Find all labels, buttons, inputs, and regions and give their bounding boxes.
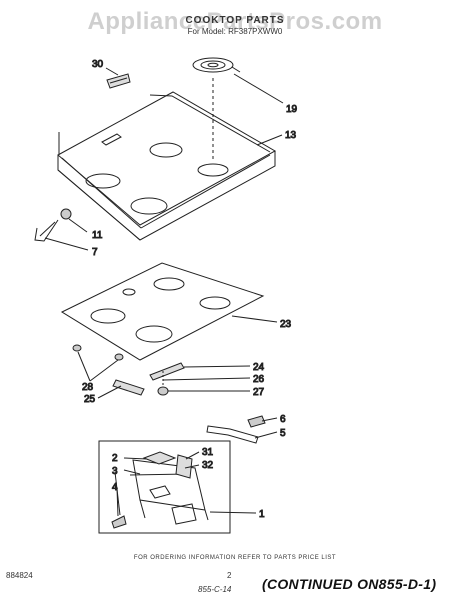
callout-13: 13 [285,130,297,141]
callout-26: 26 [253,374,265,385]
leader-4 [116,487,119,517]
part-1-control-assembly [98,440,231,534]
leader-30 [105,67,119,76]
callout-32: 32 [202,460,214,471]
callout-3: 3 [112,466,118,477]
continued-note: (CONTINUED ON855-D-1) [262,576,437,592]
part-27-screw [157,386,169,396]
callout-31: 31 [202,447,214,458]
watermark: AppliancePartsPros.com [87,8,383,35]
callout-27: 27 [253,387,265,398]
callout-25: 25 [84,394,96,405]
leader-1 [209,511,257,514]
part-28-grommet [72,344,124,361]
leader-2 [123,457,148,460]
page-number: 2 [227,571,232,580]
leader-24 [183,365,251,368]
leader-5 [254,431,278,439]
callout-6: 6 [280,414,286,425]
part-7-bracket [34,219,59,242]
callout-4: 4 [112,482,118,493]
leader-3 [123,469,141,475]
callout-24: 24 [253,362,265,373]
leader-19 [233,73,284,104]
callout-7: 7 [92,247,98,258]
callout-11: 11 [92,230,103,241]
diagram-title: COOKTOP PARTS [185,15,285,26]
callout-23: 23 [280,319,292,330]
callout-1: 1 [259,509,265,520]
part-5-bar [206,425,259,444]
leader-28a [77,351,91,382]
part-23-liner [60,262,265,361]
part-6-clip [247,415,266,428]
part-25-bracket [112,379,145,396]
leader-13 [256,134,283,146]
leader-26 [162,377,251,381]
callout-28: 28 [82,382,94,393]
leader-28b [89,359,119,382]
leader-31 [185,451,200,460]
handwritten-note: 855-C-14 [198,585,232,594]
part-24-strip [149,362,185,381]
callout-5: 5 [280,428,286,439]
leader-25 [97,385,122,399]
part-30-switch [106,73,131,89]
callout-2: 2 [112,453,118,464]
ordering-note: FOR ORDERING INFORMATION REFER TO PARTS … [133,555,337,561]
leader-7 [44,237,89,251]
leader-23 [231,315,278,323]
part-11-clip [60,208,72,220]
callout-19: 19 [286,104,298,115]
document-number: 884824 [6,571,33,580]
model-number: For Model: RF387PXWW0 [187,27,283,36]
part-19-surface-element [192,57,241,73]
leader-32 [184,464,200,469]
leader-11 [68,218,88,233]
leader-6 [261,417,278,422]
callout-30: 30 [92,59,104,70]
part-13-cooktop [57,91,277,241]
